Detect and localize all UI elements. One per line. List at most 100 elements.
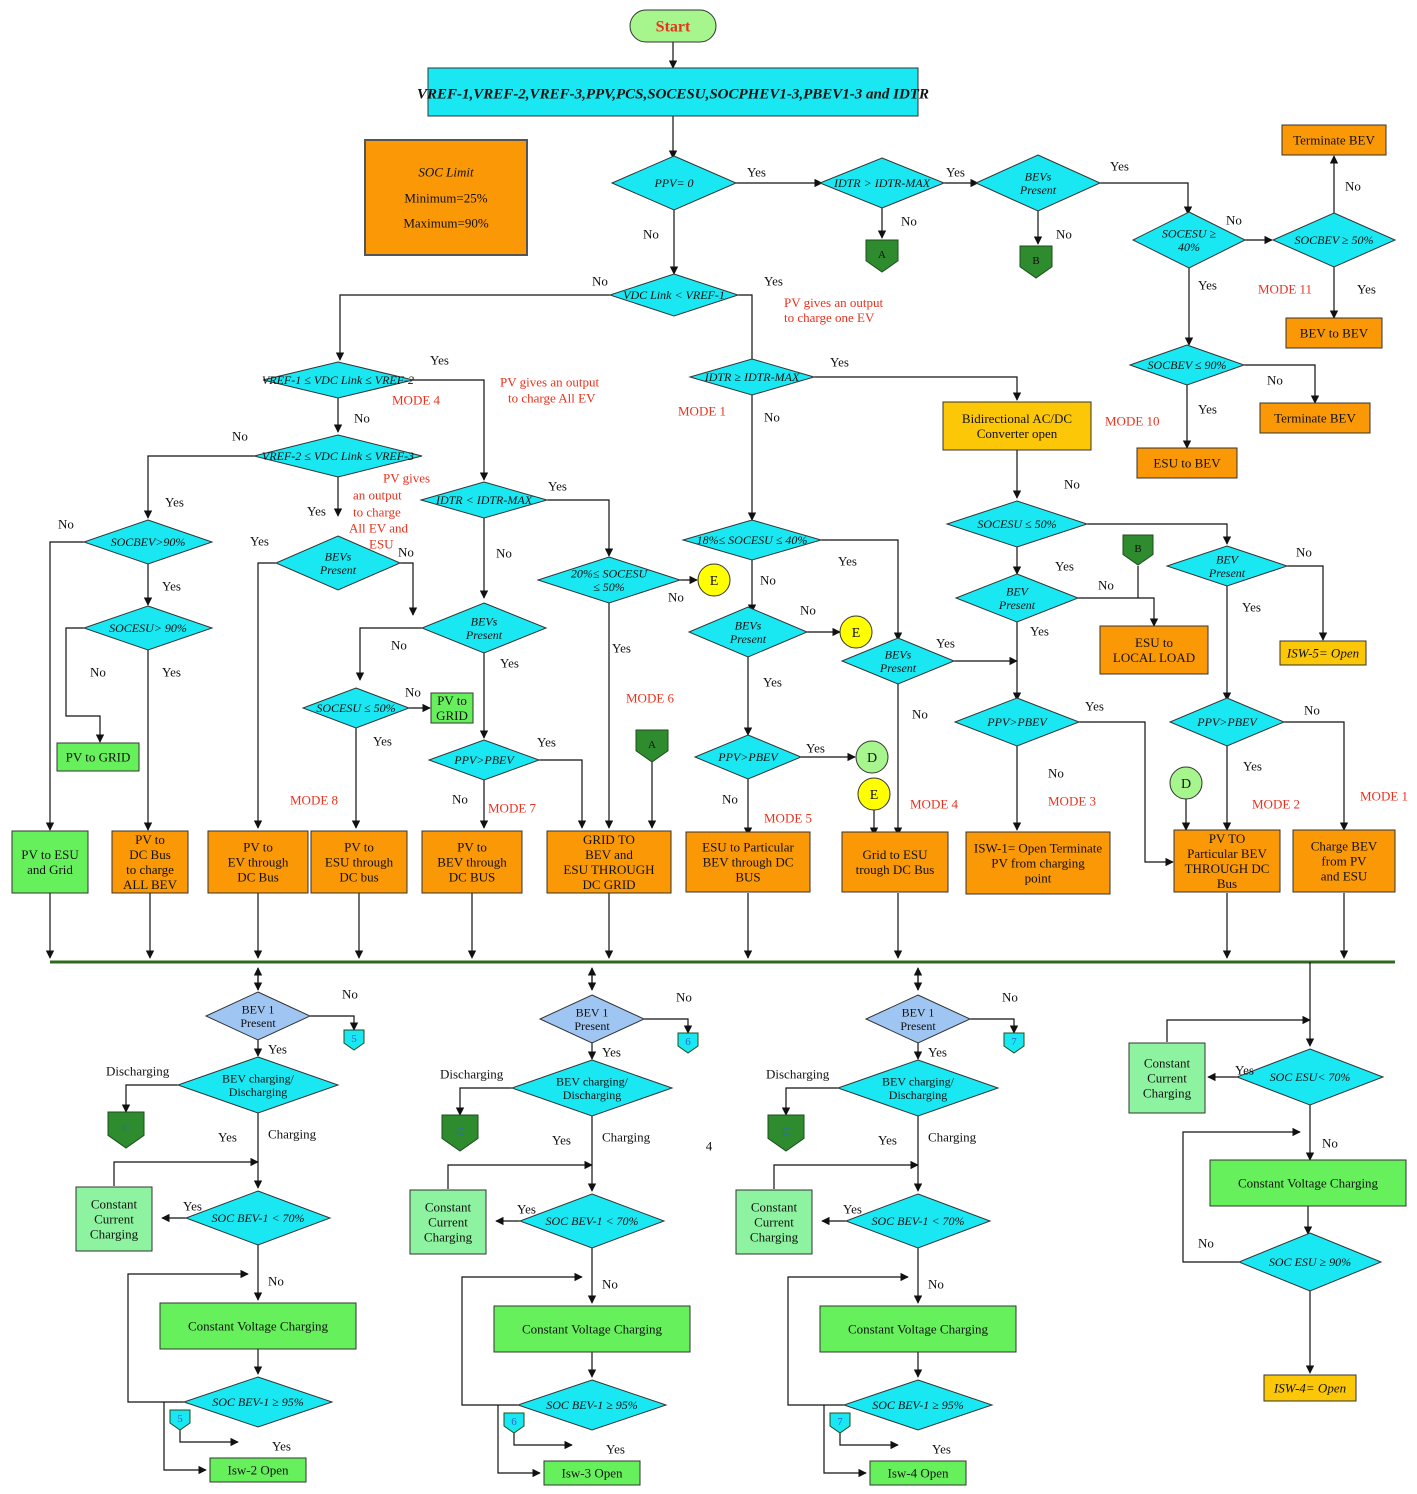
decision-bev-present <box>954 573 1080 623</box>
flow-arrow <box>821 539 903 641</box>
mode-note-mode-10: MODE 10 <box>1105 414 1160 429</box>
flow-arrow <box>113 1157 259 1186</box>
decision-vref-1-vdc-link-vref-2 <box>262 361 414 399</box>
connector-text-c: C <box>782 1126 789 1138</box>
action-pv-to-esu-and-grid <box>11 830 89 894</box>
edge-label-charging: Charging <box>928 1130 977 1145</box>
onpage-connector-d <box>855 740 889 774</box>
edge-label-charging: Charging <box>602 1130 651 1145</box>
mode-note-mode-8: MODE 8 <box>290 793 338 808</box>
decision-bevs-present <box>274 535 402 591</box>
edge-label-yes: Yes <box>430 353 449 368</box>
edge-label-yes: Yes <box>183 1199 202 1214</box>
decision-text-socesu-90: SOCESU> 90% <box>109 621 187 635</box>
action-constant-current-charging <box>1128 1042 1206 1114</box>
edge-label-yes: Yes <box>1198 402 1217 417</box>
decision-bev-1-present <box>204 991 312 1041</box>
edge-label-yes: Yes <box>1235 1063 1254 1078</box>
edge-label-charging: Charging <box>268 1127 317 1142</box>
edge-label-no: No <box>452 792 468 807</box>
edge-label-no: No <box>232 429 248 444</box>
edge-label-no: No <box>1198 1236 1214 1251</box>
action-text-isw-4-open: Isw-4 Open <box>887 1466 949 1481</box>
decision-text-socbev-90: SOCBEV ≤ 90% <box>1147 358 1226 372</box>
flow-arrow <box>1287 565 1328 641</box>
action-constant-voltage-charging <box>493 1305 691 1353</box>
action-text-bev-to-bev: BEV to BEV <box>1300 326 1369 341</box>
edge-label-yes: Yes <box>830 355 849 370</box>
edge-label-yes: Yes <box>763 675 782 690</box>
edge-label-yes: Yes <box>548 479 567 494</box>
mode-note-mode-7: MODE 7 <box>488 801 537 816</box>
soc-limit-title: SOC Limit <box>418 165 474 180</box>
flow-arrow <box>787 1272 909 1406</box>
action-text-constant-voltage-charging: Constant Voltage Charging <box>188 1319 329 1334</box>
decision-text-ppv-0: PPV= 0 <box>653 176 693 190</box>
mode-note-mode-1: MODE 1 <box>678 404 726 419</box>
decision-text-ppv-pbev: PPV>PBEV <box>986 715 1048 729</box>
edge-label-yes: Yes <box>843 1202 862 1217</box>
decision-ppv-pbev <box>427 739 541 781</box>
edge-label-no: No <box>1322 1136 1338 1151</box>
flow-arrow <box>823 1405 867 1478</box>
decision-bevs-present <box>687 606 809 658</box>
mode-note-esu: ESU <box>369 537 394 552</box>
action-text-constant-voltage-charging: Constant Voltage Charging <box>848 1322 989 1337</box>
edge-label-yes: Yes <box>612 641 631 656</box>
decision-bevs-present <box>974 154 1102 212</box>
mode-note-mode-4: MODE 4 <box>392 393 441 408</box>
decision-text-soc-bev-1-95: SOC BEV-1 ≥ 95% <box>546 1398 638 1412</box>
edge-label-no: No <box>668 590 684 605</box>
decision-text-soc-bev-1-70: SOC BEV-1 < 70% <box>211 1211 304 1225</box>
flow-arrow <box>461 1272 583 1406</box>
decision-socesu-40 <box>1131 211 1247 269</box>
edge-label-no: No <box>354 411 370 426</box>
decision-text-bev-charging-discharging: BEV charging/Discharging <box>882 1074 955 1102</box>
action-text-constant-voltage-charging: Constant Voltage Charging <box>1238 1176 1379 1191</box>
offpage-connector-7 <box>829 1412 851 1434</box>
edge-label-yes: Yes <box>1198 278 1217 293</box>
decision-text-idtr-idtr-max: IDTR < IDTR-MAX <box>435 493 533 507</box>
mode-note-mode-3: MODE 3 <box>1048 794 1096 809</box>
edge-label-no: No <box>722 792 738 807</box>
edge-label-yes: Yes <box>165 495 184 510</box>
decision-text-soc-bev-1-70: SOC BEV-1 < 70% <box>545 1214 638 1228</box>
edge-label-yes: Yes <box>500 656 519 671</box>
edge-label-yes: Yes <box>272 1439 291 1454</box>
connector-text-e: E <box>710 574 719 589</box>
action-terminate-bev <box>1281 124 1387 156</box>
edge-label-yes: Yes <box>1243 759 1262 774</box>
decision-text-bev-charging-discharging: BEV charging/Discharging <box>222 1071 295 1099</box>
flow-arrow <box>163 1402 207 1475</box>
flow-arrow <box>455 1087 512 1116</box>
mode-note-pv-gives-an-output: PV gives an output <box>500 375 599 390</box>
connector-text-5: 5 <box>177 1413 183 1425</box>
decision-text-soc-esu-90: SOC ESU ≥ 90% <box>1269 1255 1351 1269</box>
inputs-box <box>427 67 919 117</box>
decision-soc-bev-1-95 <box>516 1379 668 1431</box>
connector-text-7: 7 <box>1011 1036 1017 1048</box>
action-text-isw-5-open: ISW-5= Open <box>1286 646 1359 661</box>
decision-ppv-pbev <box>1168 697 1286 747</box>
flow-arrow <box>781 1087 838 1116</box>
onpage-connector-e <box>697 563 731 597</box>
offpage-connector-b <box>1122 534 1154 566</box>
connector-text-c: C <box>122 1123 129 1135</box>
decision-soc-bev-1-95 <box>842 1379 994 1431</box>
edge-label-discharging: Discharging <box>440 1067 504 1082</box>
edge-label-yes: Yes <box>806 741 825 756</box>
action-charge-bev-from-pv-and-esu <box>1292 829 1396 893</box>
